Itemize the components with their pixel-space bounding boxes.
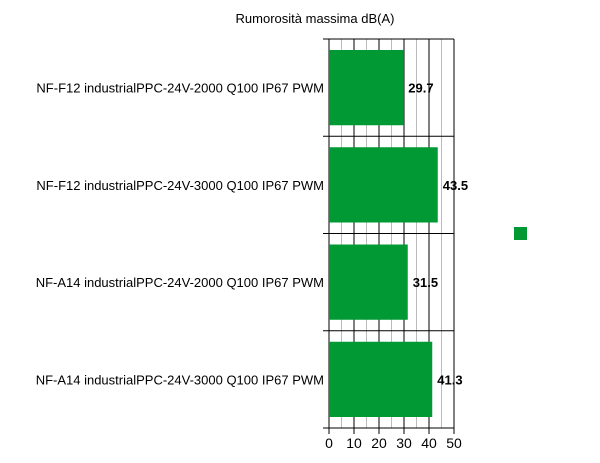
x-tick-label: 20 [371,435,387,451]
data-label: 43.5 [443,178,468,193]
data-label: 31.5 [413,275,438,290]
data-label: 41.3 [437,372,462,387]
x-tick-label: 50 [446,435,462,451]
legend-swatch [514,227,527,240]
category-label: NF-A14 industrialPPC-24V-3000 Q100 IP67 … [36,372,324,387]
x-tick-label: 0 [325,435,333,451]
bar [329,50,404,126]
x-tick-label: 10 [346,435,362,451]
x-tick-label: 40 [421,435,437,451]
category-label: NF-F12 industrialPPC-24V-2000 Q100 IP67 … [36,81,324,96]
chart-title: Rumorosità massima dB(A) [236,11,395,26]
category-label: NF-F12 industrialPPC-24V-3000 Q100 IP67 … [36,178,324,193]
bar [329,341,433,417]
category-label: NF-A14 industrialPPC-24V-2000 Q100 IP67 … [36,275,324,290]
bar [329,147,438,223]
x-tick-label: 30 [396,435,412,451]
bar [329,244,408,320]
data-label: 29.7 [408,81,433,96]
